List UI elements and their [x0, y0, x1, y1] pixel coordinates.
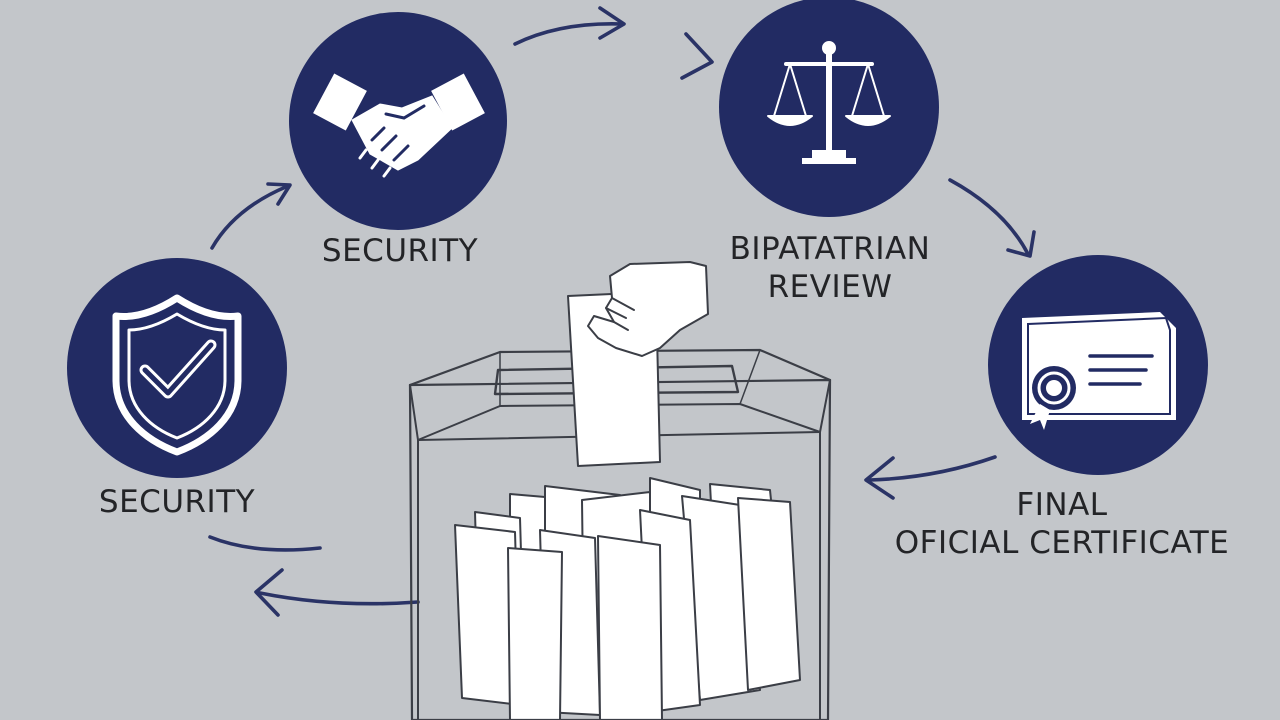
label-bipartisan-review: BIPATATRIAN REVIEW — [700, 230, 960, 306]
hand-icon — [587, 261, 709, 357]
step-security-shield — [67, 258, 287, 478]
arrow-head — [266, 182, 292, 206]
arrow-box-to-security-a — [208, 535, 322, 552]
step-circle — [67, 258, 287, 478]
scales-of-justice-icon — [767, 41, 891, 164]
arrow-head — [254, 568, 284, 617]
label-final-certificate: FINAL OFICIAL CERTIFICATE — [862, 486, 1262, 562]
label-security-shield: SECURITY — [98, 484, 256, 520]
ballot-papers — [454, 477, 801, 720]
label-line-2: OFICIAL CERTIFICATE — [894, 525, 1230, 561]
certificate-icon — [1022, 312, 1176, 430]
step-bipartisan-review — [719, 0, 939, 217]
arrow-security-to-review — [513, 22, 624, 46]
step-security-handshake — [289, 12, 507, 230]
ballot-box-icon — [408, 261, 832, 720]
arrow-box-to-security-b — [258, 591, 420, 606]
label-line-1: BIPATATRIAN — [729, 231, 931, 267]
step-final-certificate — [988, 255, 1208, 475]
cycle-arrows — [208, 6, 1036, 617]
label-line-1: FINAL — [1016, 487, 1108, 523]
shield-check-icon — [112, 294, 242, 456]
arrow-head — [598, 6, 626, 40]
handshake-icon — [313, 73, 485, 178]
arrow-security-to-security — [210, 184, 290, 250]
arrow-head — [1006, 230, 1036, 258]
arrow-certificate-to-box — [868, 455, 997, 482]
arrow-review-to-certificate — [948, 178, 1030, 256]
arrow-head — [864, 456, 895, 500]
arrow-head — [680, 32, 714, 80]
label-line-2: REVIEW — [767, 269, 893, 305]
label-security-handshake: SECURITY — [321, 233, 479, 269]
